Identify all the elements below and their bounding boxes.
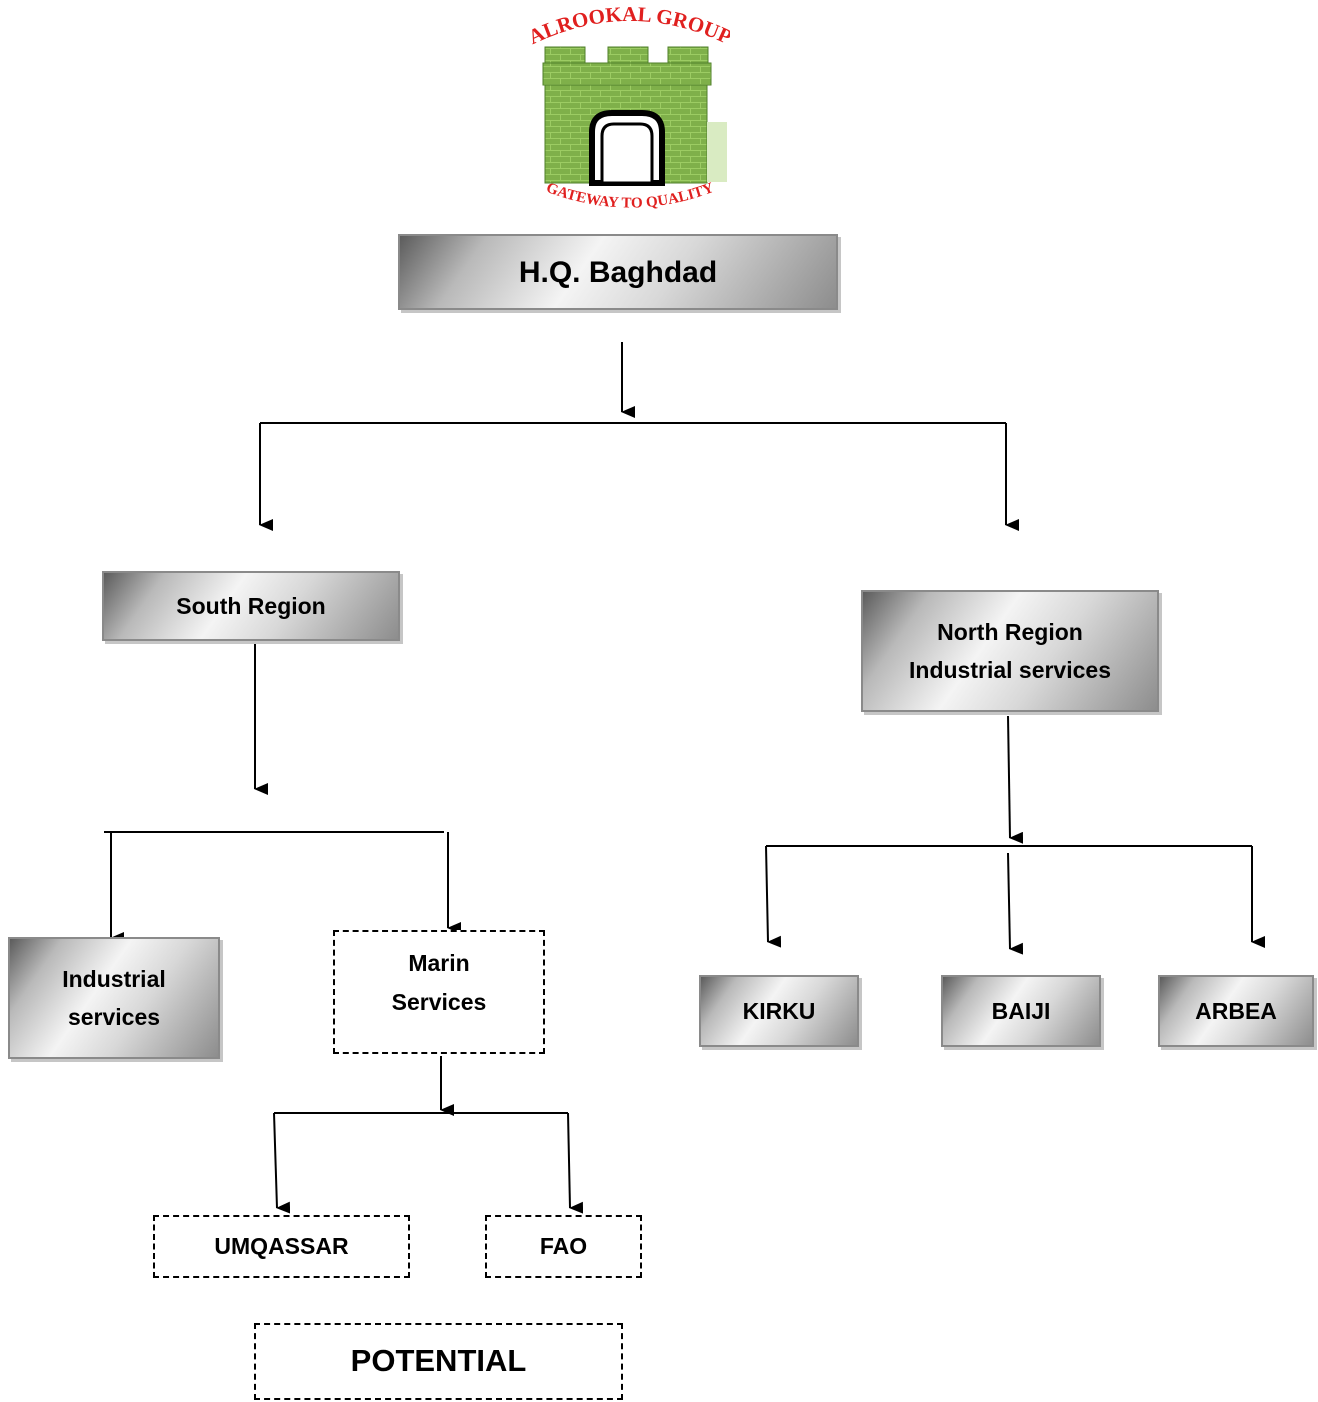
potential-legend-label: POTENTIAL bbox=[350, 1343, 527, 1379]
arbea-box: ARBEA bbox=[1158, 975, 1314, 1047]
umqassar-label: UMQASSAR bbox=[214, 1233, 349, 1260]
baiji-label: BAIJI bbox=[991, 997, 1051, 1024]
baiji-box: BAIJI bbox=[941, 975, 1101, 1047]
industrial-services-label-line1: Industrial bbox=[62, 965, 166, 992]
fao-box: FAO bbox=[485, 1215, 642, 1278]
industrial-services-box: Industrial services bbox=[8, 937, 220, 1059]
south-region-box: South Region bbox=[102, 571, 400, 641]
hq-baghdad-label: H.Q. Baghdad bbox=[518, 255, 718, 289]
north-region-box: North Region Industrial services bbox=[861, 590, 1159, 712]
fao-label: FAO bbox=[539, 1233, 588, 1260]
marin-services-label-line1: Marin bbox=[408, 950, 470, 976]
marin-services-label-line2: Services bbox=[391, 988, 487, 1015]
south-region-label: South Region bbox=[176, 592, 326, 619]
hq-baghdad-box: H.Q. Baghdad bbox=[398, 234, 838, 310]
to-kirku-arrow bbox=[765, 845, 782, 948]
potential-legend-box: POTENTIAL bbox=[254, 1323, 623, 1400]
north-region-label-line2: Industrial services bbox=[909, 657, 1111, 683]
marin-services-box: Marin Services bbox=[333, 930, 545, 1054]
arbea-label: ARBEA bbox=[1195, 997, 1277, 1024]
north-region-label-line1: North Region bbox=[937, 618, 1083, 645]
to-umqassar-arrow bbox=[273, 1112, 291, 1214]
to-baiji-arrow bbox=[1007, 852, 1024, 955]
north-down-arrow bbox=[1007, 715, 1024, 844]
kirku-label: KIRKU bbox=[742, 997, 816, 1024]
industrial-services-label-line2: services bbox=[67, 1004, 161, 1030]
logo-top-text: ALROOKAL GROUP bbox=[530, 2, 730, 49]
umqassar-box: UMQASSAR bbox=[153, 1215, 410, 1278]
alrookal-logo: ALROOKAL GROUP GATEWAY TO QUALITY bbox=[530, 2, 730, 212]
to-fao-arrow bbox=[567, 1112, 584, 1214]
kirku-box: KIRKU bbox=[699, 975, 859, 1047]
